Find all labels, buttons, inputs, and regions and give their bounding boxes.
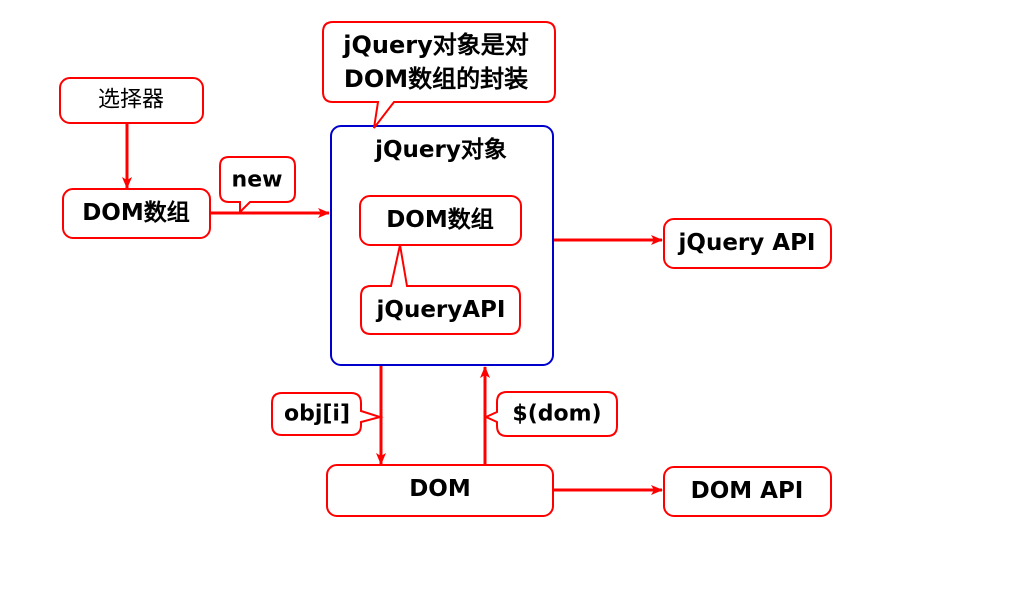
inner-dom-array-label: DOM数组 xyxy=(386,206,494,233)
dom-node xyxy=(326,464,554,517)
dom-api-node xyxy=(663,466,832,517)
obj-index-callout xyxy=(271,392,384,436)
inner-dom-array-node xyxy=(359,195,522,246)
dom-label: DOM xyxy=(409,476,471,502)
dollar-dom-callout xyxy=(483,391,618,437)
new-callout xyxy=(219,156,296,215)
inner-jquery-api-label: jQueryAPI xyxy=(376,297,506,323)
jquery-api-label: jQuery API xyxy=(678,230,816,256)
new-label: new xyxy=(232,168,283,193)
dom-array-label: DOM数组 xyxy=(82,199,190,226)
selector-label: 选择器 xyxy=(98,88,164,113)
dom-array-node xyxy=(62,188,211,239)
jquery-api-node xyxy=(663,218,832,269)
note-callout xyxy=(322,21,556,129)
note-line-1: jQuery对象是对 xyxy=(342,31,528,59)
note-line-2: DOM数组的封装 xyxy=(344,65,528,93)
inner-jquery-api-callout xyxy=(360,244,521,335)
jquery-object-label: jQuery对象 xyxy=(374,136,507,163)
dom-api-label: DOM API xyxy=(691,478,804,504)
dollar-dom-label: $(dom) xyxy=(512,402,601,427)
obj-index-label: obj[i] xyxy=(284,402,350,427)
selector-node xyxy=(59,77,204,124)
